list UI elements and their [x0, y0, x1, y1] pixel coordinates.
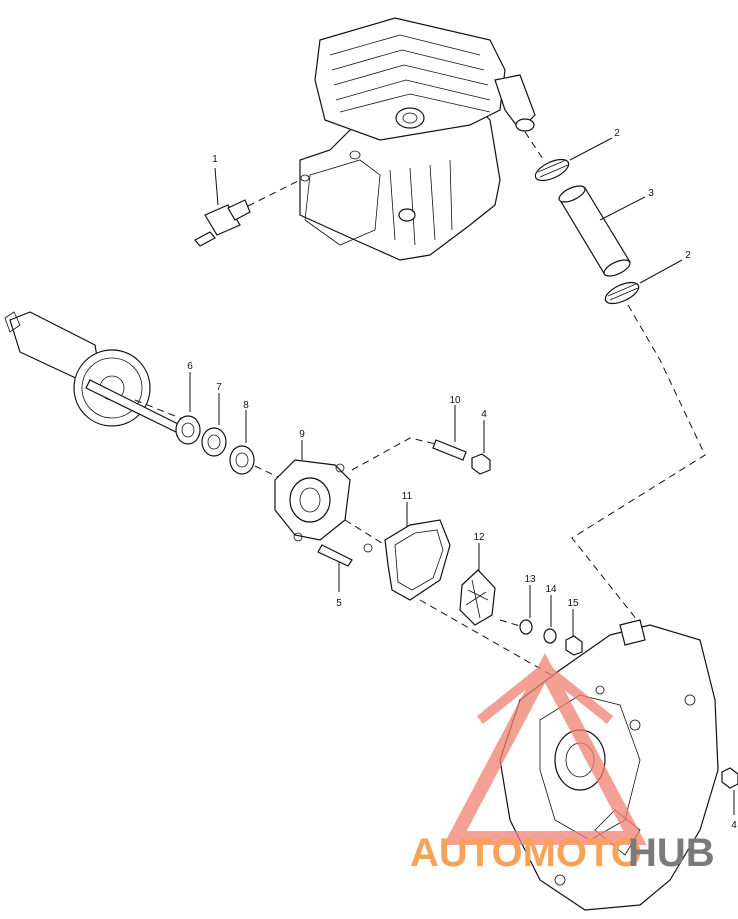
callout-5: 5	[336, 598, 342, 609]
callout-1: 1	[212, 154, 218, 165]
callout-2-top: 2	[614, 128, 620, 139]
callout-13: 13	[524, 574, 536, 585]
watermark-word-hub: HUB	[628, 831, 715, 875]
callout-8: 8	[243, 400, 249, 411]
impeller-12	[459, 543, 496, 626]
hose-clamp-bottom	[604, 259, 683, 305]
coolant-hose	[558, 185, 646, 277]
callout-4-bottom: 4	[731, 820, 737, 831]
washer-14	[543, 595, 557, 644]
callout-10: 10	[449, 395, 461, 406]
callout-4-top: 4	[481, 409, 487, 420]
seal-8	[229, 410, 255, 475]
callout-14: 14	[545, 584, 557, 595]
seal-7	[201, 393, 227, 457]
hose-clamp-top	[534, 137, 613, 182]
callout-3: 3	[648, 188, 654, 199]
spark-plug	[194, 167, 251, 247]
pump-housing-9	[274, 440, 351, 542]
nut-15	[565, 609, 583, 656]
nut-4-top	[471, 420, 491, 475]
bearing-6	[175, 372, 201, 445]
callout-9: 9	[299, 429, 305, 440]
stud-5	[317, 544, 353, 592]
nut-4-bottom	[721, 767, 738, 815]
callout-7: 7	[216, 382, 222, 393]
stud-10	[432, 405, 467, 461]
callout-6: 6	[187, 361, 193, 372]
drive-shaft-gear	[4, 311, 181, 433]
watermark-logo	[443, 653, 647, 845]
callout-2-bottom: 2	[685, 250, 691, 261]
callout-12: 12	[473, 532, 485, 543]
cylinder-head	[299, 17, 536, 261]
washer-13	[519, 585, 533, 635]
gasket-11	[384, 502, 451, 601]
callout-11: 11	[402, 491, 413, 502]
watermark-word-automoto: AUTOMOTO	[410, 831, 642, 875]
callout-15: 15	[567, 598, 579, 609]
